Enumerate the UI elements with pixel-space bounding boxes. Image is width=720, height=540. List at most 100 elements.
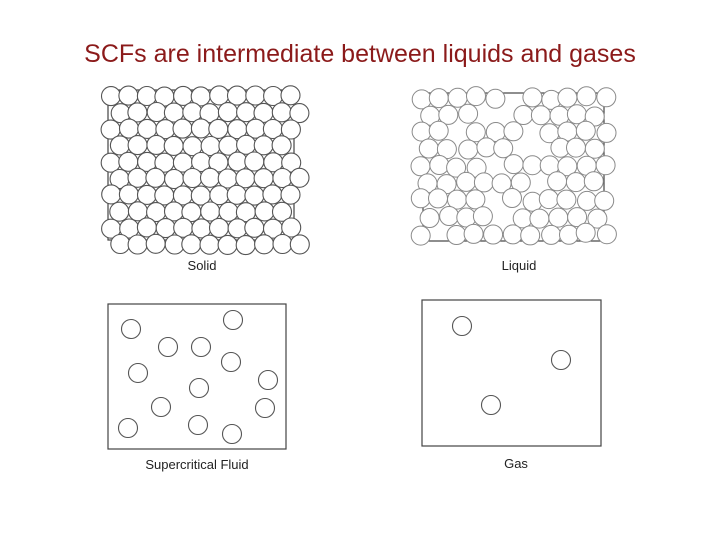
solid-particle (146, 101, 167, 123)
liquid-particle (428, 188, 448, 209)
liquid-particle (596, 87, 617, 108)
solid-particle (236, 102, 257, 123)
liquid-label: Liquid (502, 258, 537, 273)
liquid-particle (458, 139, 479, 160)
liquid-particle (548, 207, 569, 228)
solid-particle (118, 85, 139, 106)
scf-container-box (107, 303, 287, 450)
liquid-particle (566, 104, 587, 125)
liquid-particle (428, 120, 449, 141)
liquid-particle (428, 88, 449, 109)
solid-particle (145, 233, 166, 254)
liquid-particle (594, 190, 615, 211)
solid-particle (289, 103, 310, 124)
solid-particle (163, 201, 185, 222)
gas-container-box (421, 299, 602, 447)
gas-particle (451, 315, 473, 337)
liquid-particle (483, 224, 504, 245)
liquid-particle (583, 171, 604, 192)
solid-particle (244, 151, 265, 172)
liquid-particle (503, 121, 524, 142)
solid-particle (235, 235, 256, 256)
liquid-particle (458, 103, 479, 124)
liquid-particle (502, 188, 522, 208)
solid-particle (127, 167, 148, 188)
liquid-particle (463, 223, 484, 244)
solid-particle (271, 135, 292, 156)
scf-panel: Supercritical Fluid (107, 303, 287, 472)
gas-particle (480, 394, 502, 416)
solid-particle (226, 184, 247, 205)
solid-particle (145, 167, 166, 188)
solid-particle (199, 234, 220, 255)
gas-particles (451, 315, 572, 416)
liquid-particle (522, 87, 543, 108)
liquid-particle (559, 224, 579, 245)
liquid-particle (502, 224, 523, 245)
liquid-particle (584, 106, 605, 127)
scf-particle (220, 351, 242, 373)
liquid-particle (473, 172, 494, 193)
liquid-particle (419, 208, 440, 228)
liquid-particle (429, 155, 450, 175)
gas-label: Gas (504, 456, 528, 471)
solid-particle (146, 134, 167, 155)
solid-particle (208, 217, 230, 238)
scf-particle (188, 377, 210, 399)
scf-particle (222, 309, 244, 331)
solid-label: Solid (188, 258, 217, 273)
liquid-particles (410, 86, 617, 246)
solid-particle (281, 217, 302, 238)
solid-particle (272, 167, 293, 189)
liquid-particle (466, 86, 486, 107)
liquid-particle (567, 207, 588, 228)
liquid-particle (446, 225, 467, 245)
solid-particle (101, 184, 122, 205)
solid-particle (244, 217, 265, 238)
liquid-particle (465, 122, 486, 143)
liquid-particle (556, 189, 577, 210)
liquid-particle (418, 138, 439, 159)
solid-particle (254, 201, 275, 222)
scf-particle (187, 414, 209, 436)
solid-particle (127, 234, 148, 255)
solid-particle (172, 118, 193, 139)
scf-particle (157, 336, 179, 358)
liquid-particle (577, 190, 597, 211)
scf-particle (221, 423, 243, 445)
scf-particle (257, 369, 279, 391)
slide-title: SCFs are intermediate between liquids an… (84, 40, 636, 68)
liquid-particle (410, 225, 431, 246)
solid-particle (217, 102, 238, 123)
liquid-particle (485, 88, 506, 109)
scf-particles (117, 309, 279, 445)
solid-particle (254, 234, 275, 255)
solid-particle (208, 118, 229, 139)
liquid-particle (596, 122, 617, 143)
liquid-particle (547, 171, 568, 192)
solid-particle (100, 86, 122, 107)
solid-particle (136, 184, 158, 205)
liquid-particle (503, 154, 524, 175)
solid-particle (227, 218, 248, 239)
liquid-particle (513, 105, 534, 125)
liquid-particle (476, 137, 497, 158)
solid-particle (217, 234, 238, 255)
solid-particle (190, 118, 211, 139)
solid-particle (109, 201, 130, 222)
liquid-particle (576, 86, 597, 107)
solid-particle (199, 167, 221, 188)
solid-particle (280, 184, 301, 205)
liquid-particle (465, 189, 486, 210)
liquid-particle (565, 172, 586, 193)
liquid-particle (456, 171, 477, 192)
solid-particle (209, 85, 230, 106)
solid-particle (163, 135, 184, 156)
liquid-particle (596, 224, 617, 245)
solid-particle (110, 233, 131, 255)
liquid-particle (575, 222, 596, 243)
solid-particle (281, 152, 302, 173)
solid-particle (181, 234, 202, 255)
gas-particle (550, 349, 572, 371)
